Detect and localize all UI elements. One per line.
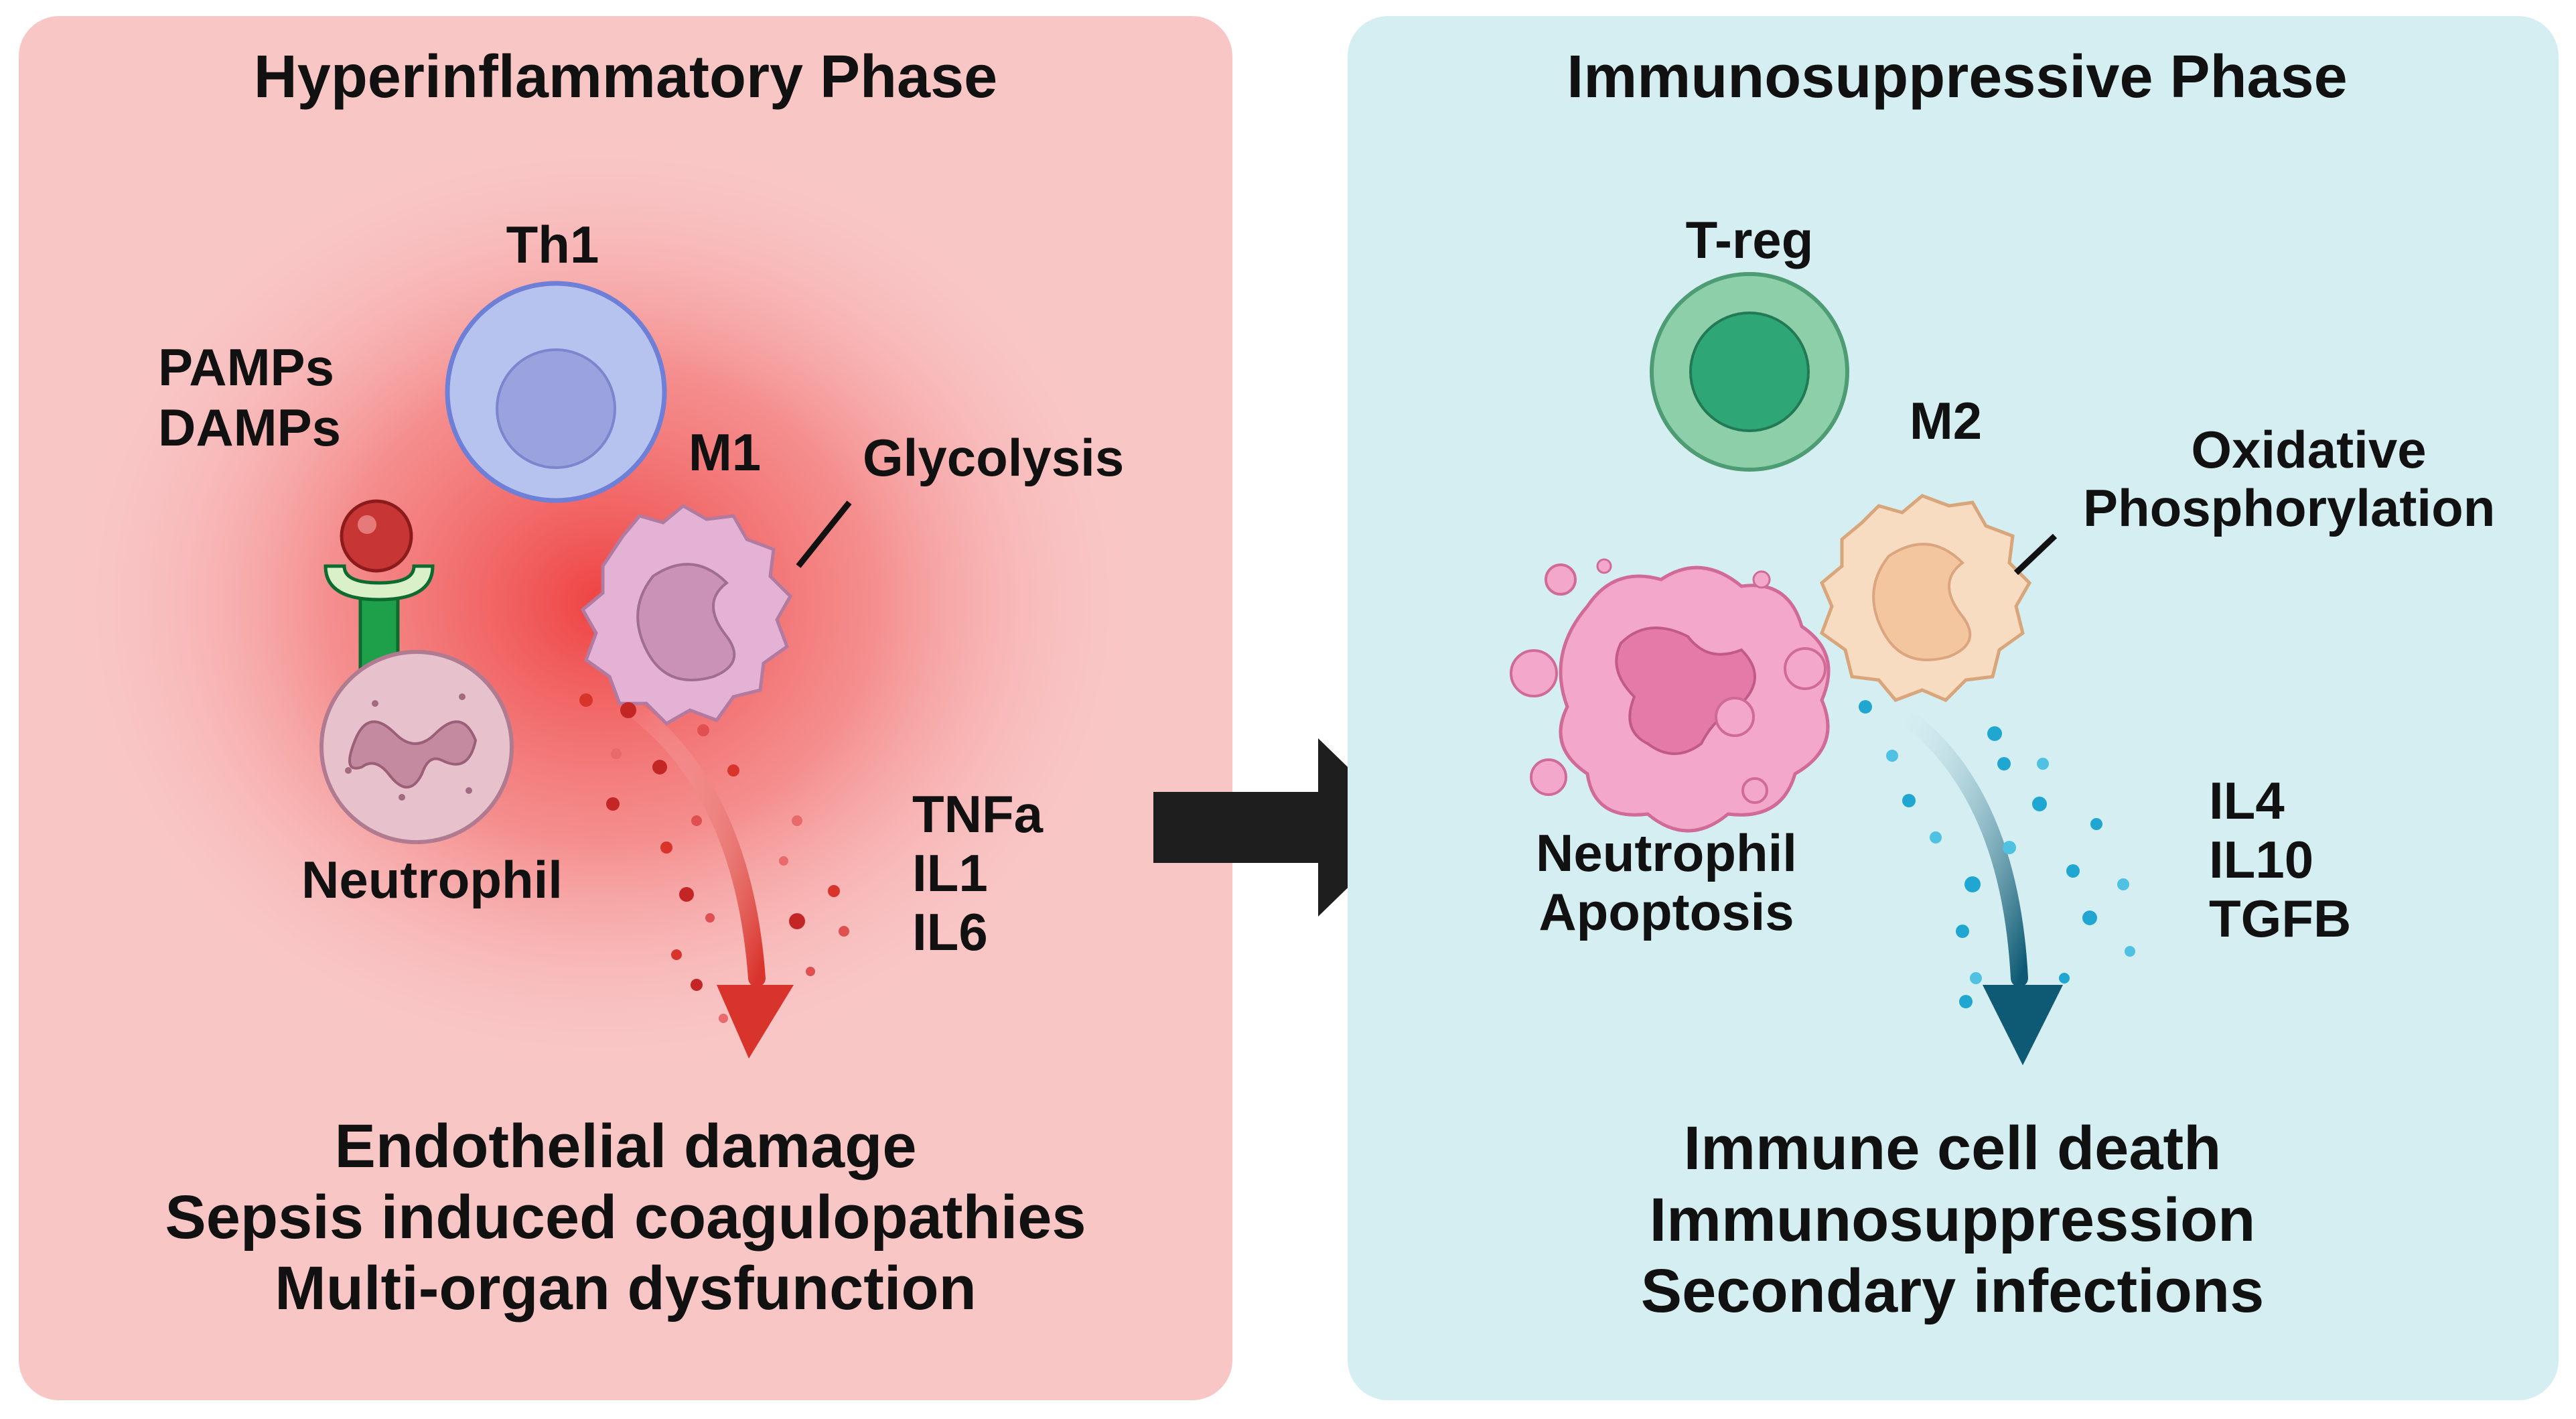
hyperinflammatory-panel: Hyperinflammatory Phase Th1 PAMPs DAMPs … xyxy=(19,16,1232,1400)
m2-macrophage-icon xyxy=(1819,494,2032,702)
oxidative-pointer xyxy=(2013,533,2058,576)
cytokine-tnfa: TNFa xyxy=(912,785,1044,843)
apoptotic-neutrophil-icon xyxy=(1510,558,1831,833)
left-outcome-3: Multi-organ dysfunction xyxy=(275,1254,977,1323)
left-panel-title: Hyperinflammatory Phase xyxy=(254,44,997,111)
cytokine-il10: IL10 xyxy=(2209,830,2313,889)
pamps-label: PAMPs xyxy=(158,338,334,397)
cytokine-tgfb: TGFB xyxy=(2209,889,2351,948)
damps-label: DAMPs xyxy=(158,398,341,457)
cytokine-il6: IL6 xyxy=(912,902,988,961)
neutrophil-apoptosis-label-2: Apoptosis xyxy=(1539,882,1794,941)
treg-label: T-reg xyxy=(1686,210,1814,269)
cytokine-il4: IL4 xyxy=(2209,771,2285,830)
neutrophil-icon xyxy=(319,650,514,844)
right-panel-title: Immunosuppressive Phase xyxy=(1567,44,2347,111)
treg-cell-icon xyxy=(1650,272,1849,472)
th1-label: Th1 xyxy=(506,215,599,274)
pattern-receptor-icon xyxy=(324,499,435,695)
anti-inflammatory-release-arrow xyxy=(1859,700,2135,1065)
m2-label: M2 xyxy=(1910,391,1982,450)
glycolysis-pointer xyxy=(796,500,852,568)
cytokine-release-arrow xyxy=(579,693,849,1059)
phosphorylation-label: Phosphorylation xyxy=(2083,478,2495,537)
right-outcome-2: Immunosuppression xyxy=(1650,1186,2256,1254)
oxidative-label: Oxidative xyxy=(2191,420,2426,479)
immunosuppressive-panel: Immunosuppressive Phase T-reg M2 Oxidati… xyxy=(1348,16,2559,1400)
right-outcome-1: Immune cell death xyxy=(1684,1114,2222,1182)
right-outcome-3: Secondary infections xyxy=(1641,1257,2264,1325)
neutrophil-label: Neutrophil xyxy=(301,850,563,909)
phase-transition-arrow xyxy=(1153,738,1410,917)
glycolysis-label: Glycolysis xyxy=(863,428,1124,487)
m1-label: M1 xyxy=(689,423,761,482)
cytokine-il1: IL1 xyxy=(912,843,988,902)
th1-cell-icon xyxy=(445,281,667,503)
left-outcome-1: Endothelial damage xyxy=(334,1112,916,1180)
m1-macrophage-icon xyxy=(580,503,793,726)
neutrophil-apoptosis-label-1: Neutrophil xyxy=(1536,823,1797,882)
left-outcome-2: Sepsis induced coagulopathies xyxy=(165,1183,1086,1252)
